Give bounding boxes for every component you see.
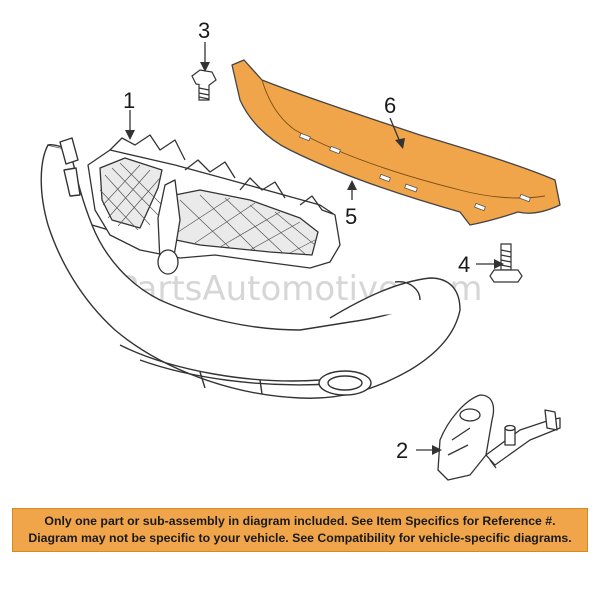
bracket-illustration — [437, 394, 561, 481]
leader-lines — [129, 42, 496, 451]
bolt-3-illustration — [191, 69, 217, 101]
callout-5: 5 — [345, 204, 357, 229]
bolt-4-illustration — [489, 243, 523, 283]
grille — [87, 134, 341, 275]
leader-arrowheads — [125, 62, 504, 455]
reinforcement-highlighted — [231, 59, 561, 226]
bumper-cover — [40, 137, 461, 399]
callout-3: 3 — [198, 18, 210, 43]
callout-1: 1 — [123, 88, 135, 113]
disclaimer-line-2: Diagram may not be specific to your vehi… — [28, 531, 572, 545]
callout-2: 2 — [396, 438, 408, 463]
disclaimer-line-1: Only one part or sub-assembly in diagram… — [44, 514, 556, 528]
callout-6: 6 — [384, 93, 396, 118]
callout-4: 4 — [458, 252, 470, 277]
disclaimer-banner: Only one part or sub-assembly in diagram… — [12, 508, 588, 552]
